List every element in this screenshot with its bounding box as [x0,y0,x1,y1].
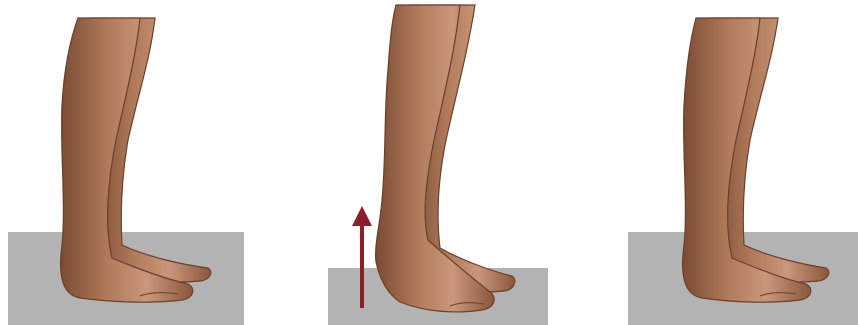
panel-standing-flat-return [610,0,858,325]
leg-illustration [610,0,858,325]
leg-illustration [300,0,580,325]
panel-standing-flat [0,0,280,325]
leg-illustration [0,0,280,325]
panel-heel-raised [300,0,580,325]
